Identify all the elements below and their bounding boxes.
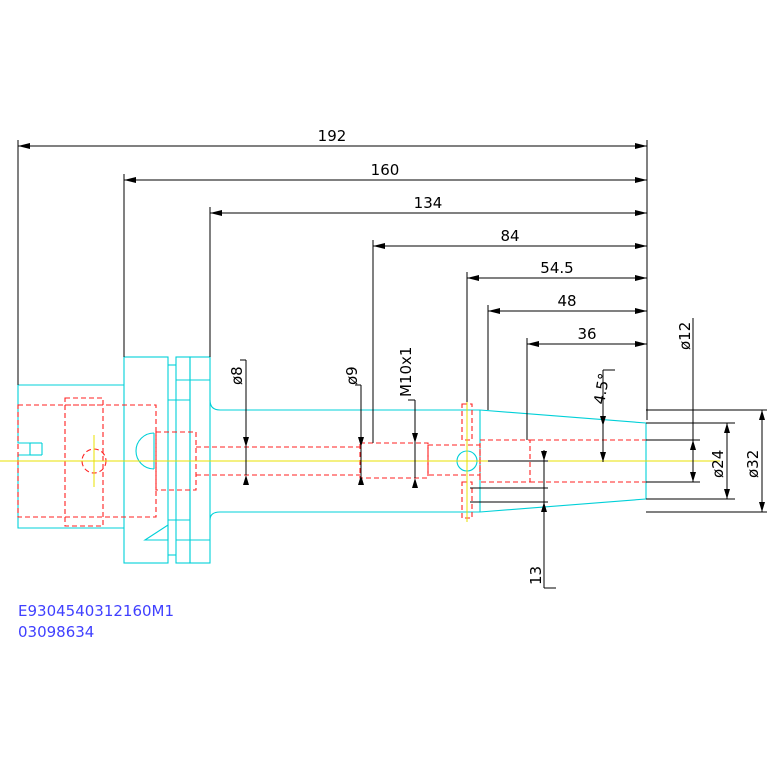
dimension-arrows	[18, 143, 765, 512]
dimension-labels: 192 160 134 84 54.5 48 36 ø8 ø9 M10x1 ø1…	[228, 127, 762, 585]
dim-48-label: 48	[557, 292, 576, 310]
dim-134-label: 134	[414, 194, 443, 212]
dimension-lines	[17, 140, 767, 589]
dim-54-5-label: 54.5	[540, 259, 573, 277]
angle-4-5-label: 4.5°	[590, 372, 613, 406]
dim-160-label: 160	[371, 161, 400, 179]
dim-84-label: 84	[500, 227, 519, 245]
dia-9-label: ø9	[343, 366, 361, 385]
dim-36-label: 36	[577, 325, 596, 343]
dia-32-label: ø32	[744, 450, 762, 478]
part-code-label: E9304540312160M1	[18, 602, 174, 620]
thread-m10x1-label: M10x1	[397, 347, 415, 397]
dim-192-label: 192	[318, 127, 347, 145]
dia-24-label: ø24	[709, 450, 727, 478]
dia-12-label: ø12	[676, 322, 694, 350]
centerlines	[0, 400, 720, 522]
dia-8-label: ø8	[228, 366, 246, 385]
dim-13-label: 13	[527, 566, 545, 585]
part-number-label: 03098634	[18, 623, 94, 641]
tool-holder-outline	[17, 356, 647, 564]
